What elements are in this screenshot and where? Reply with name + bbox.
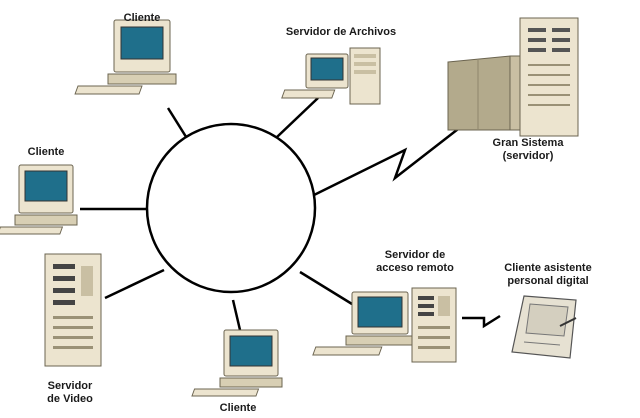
label-gran-sistema-line1: Gran Sistema bbox=[492, 137, 564, 149]
link-servidor-acceso bbox=[299, 270, 353, 306]
link-cliente-pda bbox=[462, 314, 501, 329]
label-servidor-archivos: Servidor de Archivos bbox=[285, 26, 397, 38]
desktop-computer-icon bbox=[191, 329, 283, 397]
label-cliente-pda-line2: personal digital bbox=[507, 275, 589, 287]
label-cliente-left: Cliente bbox=[27, 146, 65, 158]
label-cliente-top: Cliente bbox=[123, 12, 161, 24]
label-gran-sistema: Gran Sistema (servidor) bbox=[478, 137, 578, 163]
label-cliente-pda-line1: Cliente asistente bbox=[504, 262, 592, 274]
label-cliente-bottom: Cliente bbox=[219, 402, 257, 414]
label-gran-sistema-line2: (servidor) bbox=[502, 150, 554, 162]
label-cliente-pda: Cliente asistente personal digital bbox=[486, 262, 610, 288]
remote-access-server-icon bbox=[312, 287, 457, 363]
desktop-computer-icon bbox=[74, 19, 177, 95]
desktop-computer-icon bbox=[0, 164, 78, 235]
link-cliente-top bbox=[166, 107, 190, 141]
tower-server-icon bbox=[44, 253, 102, 367]
link-servidor-archivos bbox=[276, 97, 319, 138]
label-servidor-acceso-line2: acceso remoto bbox=[376, 262, 454, 274]
label-servidor-acceso: Servidor de acceso remoto bbox=[360, 249, 470, 275]
link-servidor-video bbox=[104, 268, 165, 300]
label-servidor-video-line1: Servidor bbox=[47, 380, 93, 392]
link-cliente-bottom bbox=[231, 299, 242, 331]
connections bbox=[80, 97, 501, 331]
label-servidor-video-line2: de Video bbox=[47, 393, 93, 405]
label-servidor-acceso-line1: Servidor de bbox=[384, 249, 446, 261]
mainframe-icon bbox=[447, 17, 579, 137]
label-servidor-video: Servidor de Video bbox=[30, 380, 110, 406]
link-gran-sistema bbox=[313, 111, 481, 197]
pda-icon bbox=[511, 295, 577, 359]
file-server-icon bbox=[281, 47, 381, 105]
network-ring bbox=[145, 122, 317, 294]
